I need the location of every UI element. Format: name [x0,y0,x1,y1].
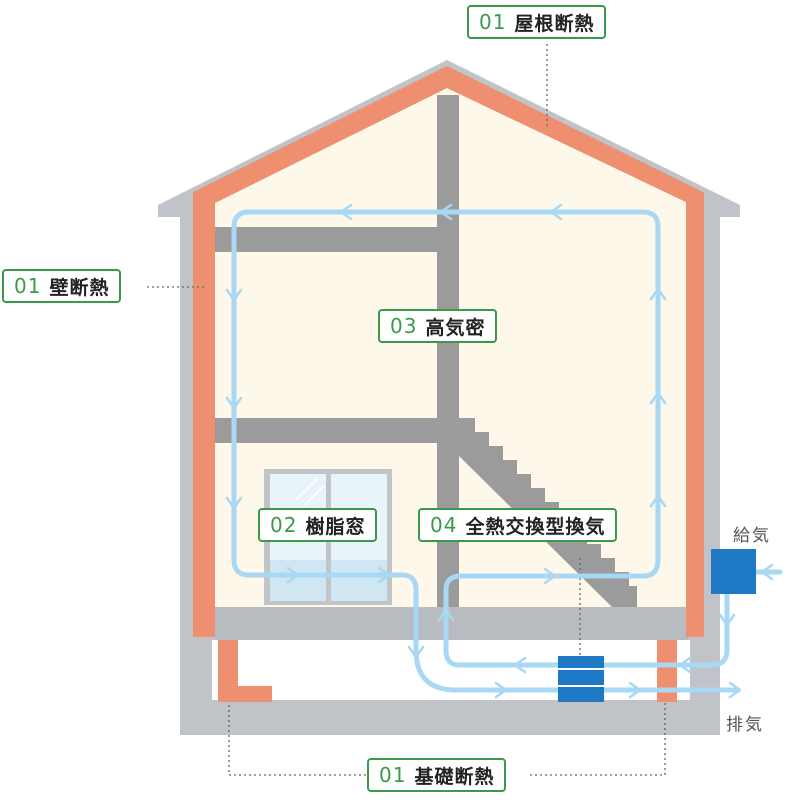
flow-arrow [718,613,736,627]
flow-arrow [407,645,425,659]
flow-arrow [513,656,527,674]
flow-arrow [339,203,353,221]
label-heat-exchange-ventilation: 04 全熱交換型換気 [418,508,618,542]
label-wall-insulation: 01 壁断熱 [2,269,122,303]
label-number: 04 [430,513,458,537]
flow-arrow [225,396,243,410]
label-roof-insulation: 01 屋根断熱 [467,5,607,39]
label-foundation-insulation: 01 基礎断熱 [367,758,507,792]
flow-arrow [549,203,563,221]
flow-arrow [678,656,692,674]
heat-exchange-ventilation-unit [558,656,604,702]
label-text: 壁断熱 [49,276,110,299]
label-text: 樹脂窓 [305,515,366,538]
label-number: 03 [390,314,418,338]
flow-arrow [543,567,557,585]
flow-arrow [649,494,667,508]
label-resin-window: 02 樹脂窓 [258,508,378,542]
flow-arrow [225,288,243,302]
middle-floor-beam [215,418,459,443]
center-post [437,95,459,607]
label-number: 01 [379,763,407,787]
flow-arrow [286,566,300,584]
flow-arrow [225,496,243,510]
label-number: 02 [270,513,298,537]
label-text: 全熱交換型換気 [465,515,606,538]
label-number: 01 [479,10,507,34]
flow-arrow [728,681,742,699]
wall-insulation-right [686,192,704,637]
flow-arrow [649,287,667,301]
foundation-insulation-right [657,640,677,702]
label-airtightness: 03 高気密 [378,309,498,343]
roof-insulation [193,66,703,217]
foundation-leader [228,700,666,776]
indoor-air-loop [231,209,741,693]
wall-insulation-left [193,192,215,637]
foundation-insulation-left [218,640,272,702]
exhaust-air-label: 排気 [726,715,764,735]
label-text: 高気密 [425,316,486,339]
label-text: 屋根断熱 [514,12,595,35]
upper-floor-beam [215,227,459,252]
flow-arrow [377,566,391,584]
flow-arrow [628,681,642,699]
flow-arrow [439,203,453,221]
flow-arrow [760,563,774,581]
label-text: 基礎断熱 [414,765,495,788]
label-number: 01 [14,274,42,298]
flow-arrow [494,681,508,699]
supply-air-intake-unit [711,549,756,594]
flow-arrow [649,391,667,405]
flow-arrow [437,608,455,622]
floor-slab [215,607,688,640]
supply-air-label: 給気 [733,526,771,546]
